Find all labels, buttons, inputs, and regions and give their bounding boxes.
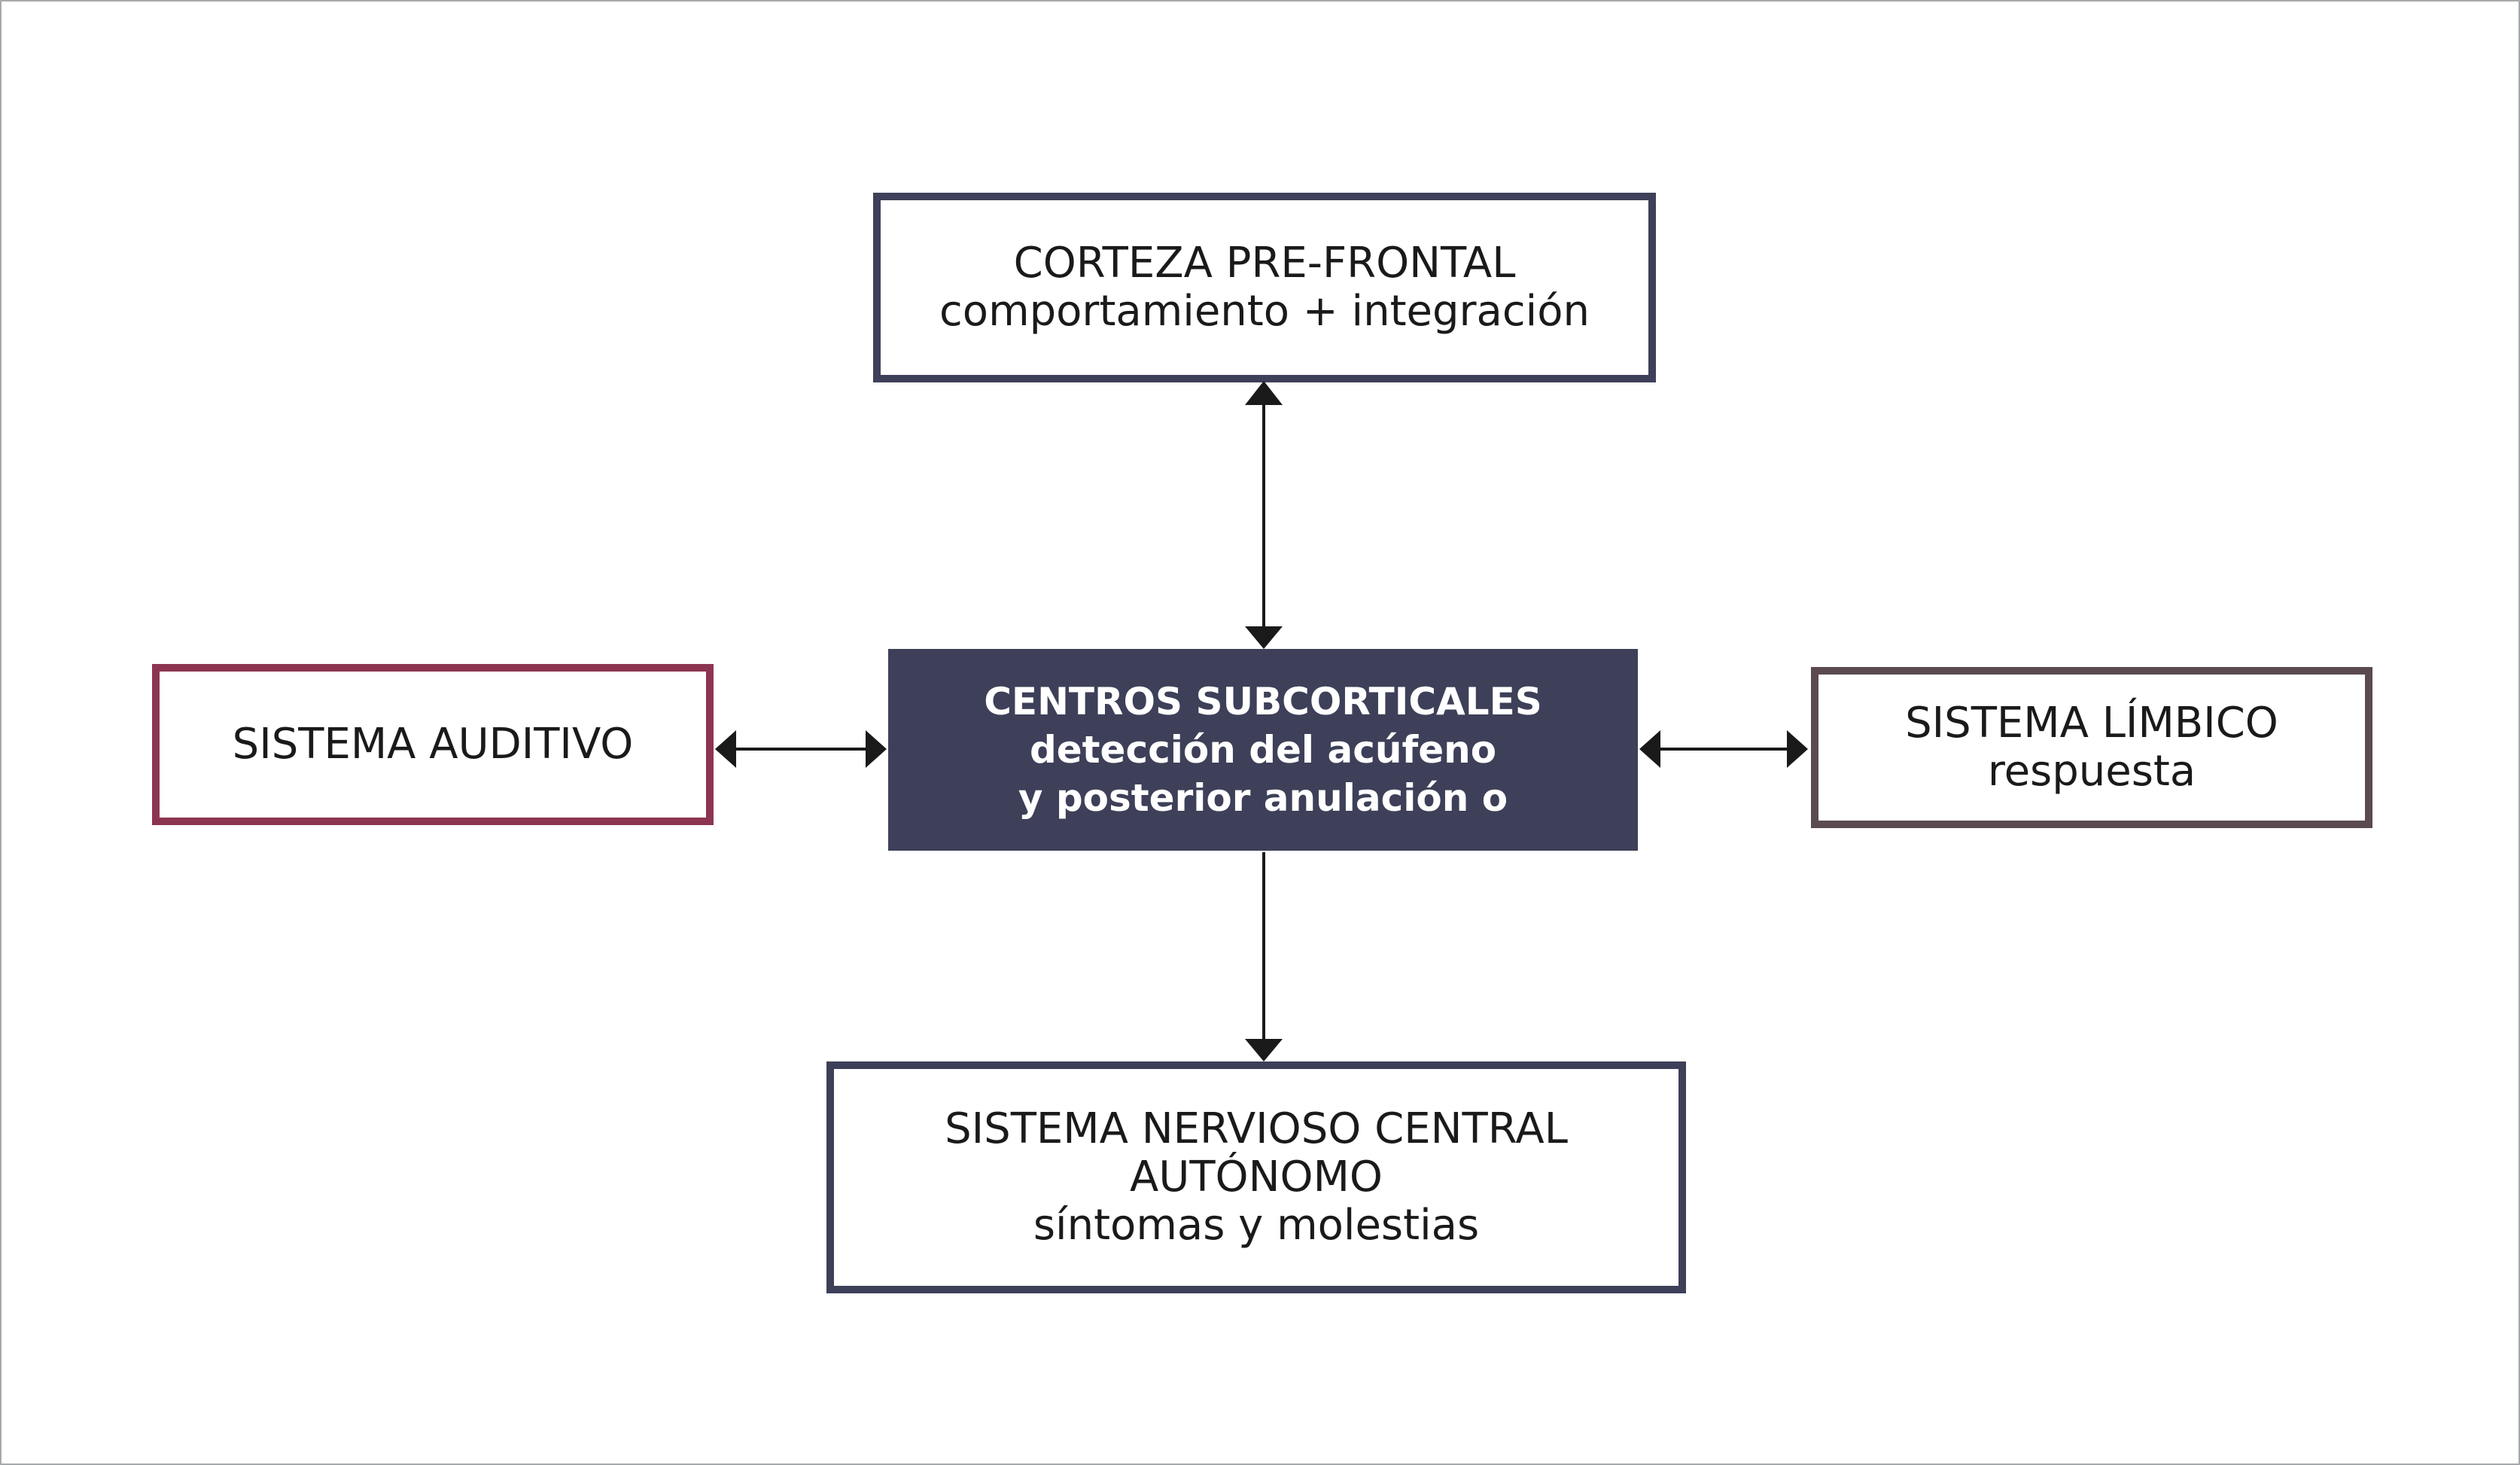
node-line-3: y posterior anulación o <box>1018 776 1508 820</box>
node-subtitle: síntomas y molestias <box>1033 1201 1480 1250</box>
node-sistema-nervioso-central: SISTEMA NERVIOSO CENTRAL AUTÓNOMO síntom… <box>826 1061 1686 1293</box>
node-title: SISTEMA LÍMBICO <box>1905 699 2278 748</box>
node-title: SISTEMA AUDITIVO <box>232 720 634 769</box>
node-title: CENTROS SUBCORTICALES <box>984 680 1542 723</box>
node-title-line-1: SISTEMA NERVIOSO CENTRAL <box>945 1104 1568 1153</box>
node-line-2: detección del acúfeno <box>1029 728 1497 772</box>
node-title: CORTEZA PRE-FRONTAL <box>1013 239 1516 288</box>
node-title-line-2: AUTÓNOMO <box>1130 1153 1383 1202</box>
node-subtitle: respuesta <box>1987 747 2196 796</box>
node-sistema-auditivo: SISTEMA AUDITIVO <box>152 664 714 825</box>
node-subtitle: comportamiento + integración <box>939 287 1590 336</box>
node-sistema-limbico: SISTEMA LÍMBICO respuesta <box>1811 667 2372 828</box>
node-centros-subcorticales: CENTROS SUBCORTICALES detección del acúf… <box>888 649 1638 851</box>
node-corteza-prefrontal: CORTEZA PRE-FRONTAL comportamiento + int… <box>873 193 1656 382</box>
